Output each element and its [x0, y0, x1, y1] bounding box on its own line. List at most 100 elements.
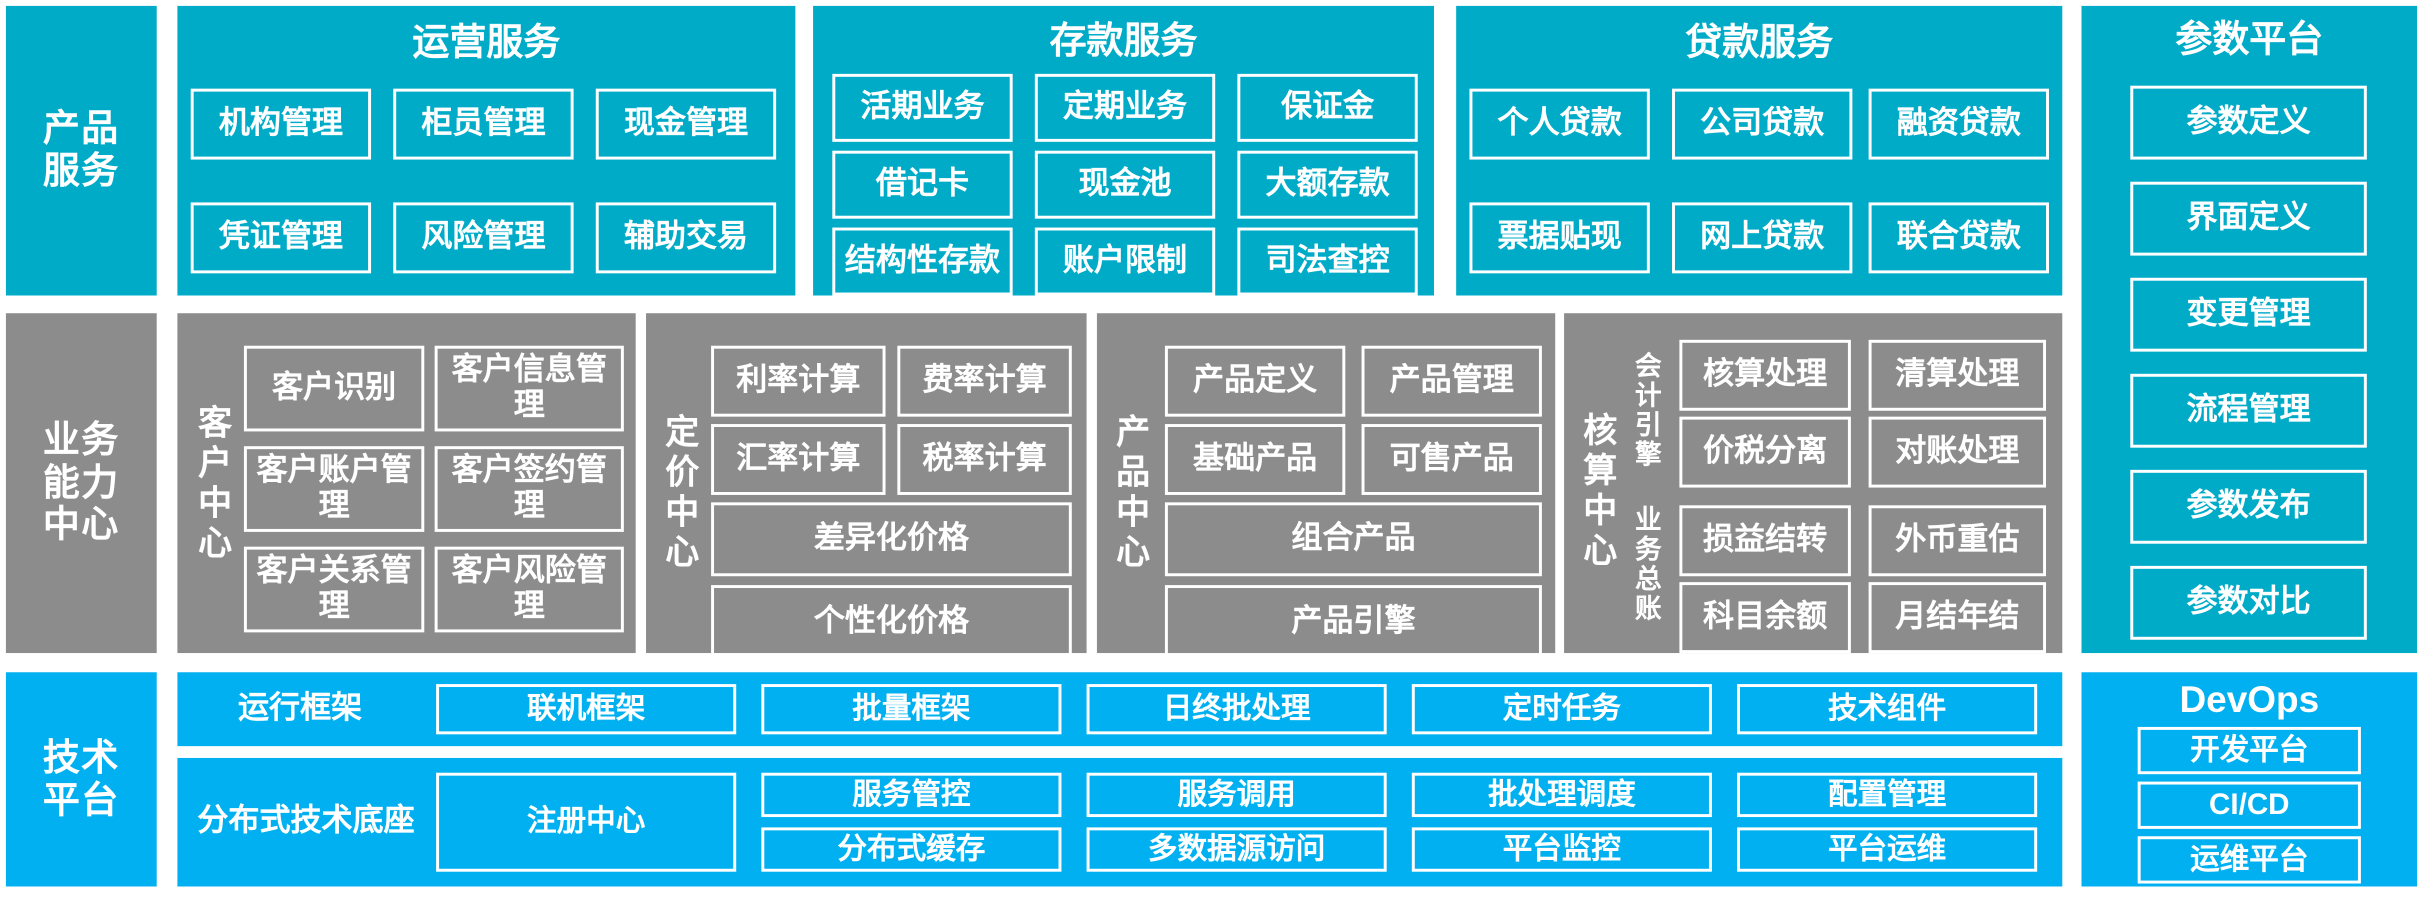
item-dae-cunkuan[interactable]: 大额存款	[1237, 150, 1418, 219]
item-chanpin-yinqing[interactable]: 产品引擎	[1164, 585, 1542, 659]
group-deposit-services-title: 存款服务	[1049, 20, 1198, 62]
item-rizhong-pichuli[interactable]: 日终批处理	[1086, 684, 1387, 735]
item-huoqi-yewu[interactable]: 活期业务	[832, 73, 1013, 142]
tech-row-runtime-framework-title: 运行框架	[238, 691, 363, 726]
item-zhuce-zhongxin[interactable]: 注册中心	[436, 772, 737, 872]
item-peizhi-guanli[interactable]: 配置管理	[1737, 772, 2038, 818]
group-loan-services-title: 贷款服务	[1685, 21, 1834, 63]
item-ci-cd[interactable]: CI/CD	[2137, 781, 2361, 829]
item-sunyi-jiezhuan[interactable]: 损益结转	[1679, 505, 1851, 577]
item-jiashui-fenli[interactable]: 价税分离	[1679, 416, 1851, 488]
item-kehu-qianyue-guanli[interactable]: 客户签约管理	[434, 446, 624, 532]
item-zuhe-chanpin[interactable]: 组合产品	[1164, 502, 1542, 577]
item-yuejie-nianjie[interactable]: 月结年结	[1868, 582, 2047, 654]
item-fuzhu-jiaoyi[interactable]: 辅助交易	[595, 202, 777, 274]
item-jiegouxing-cunkuan[interactable]: 结构性存款	[832, 227, 1013, 296]
item-piaoju-tiexian[interactable]: 票据贴现	[1469, 202, 1650, 274]
item-guiyuan-guanli[interactable]: 柜员管理	[393, 88, 574, 160]
item-zhanghu-xianzhi[interactable]: 账户限制	[1034, 227, 1216, 296]
center-customer: 客户中心 客户识别 客户信息管理 客户账户管理 客户签约管理 客户关系管理 客户…	[177, 313, 636, 654]
item-xianjin-guanli[interactable]: 现金管理	[595, 88, 777, 160]
item-piliang-kuangjia[interactable]: 批量框架	[761, 684, 1062, 735]
item-chanpin-dingyi[interactable]: 产品定义	[1164, 345, 1346, 417]
item-fenbushi-huancun[interactable]: 分布式缓存	[761, 827, 1062, 872]
item-kehu-shibie[interactable]: 客户识别	[243, 345, 425, 432]
item-feilv-jisuan[interactable]: 费率计算	[897, 345, 1072, 417]
technology-platform-label-line1: 技术	[42, 736, 120, 779]
tech-row-runtime-framework: 运行框架 联机框架 批量框架 日终批处理 定时任务 技术组件	[177, 672, 2063, 747]
item-kehu-zhanghu-guanli[interactable]: 客户账户管理	[243, 446, 425, 532]
item-rongzi-daikuan[interactable]: 融资贷款	[1868, 88, 2049, 160]
item-sifa-chakong[interactable]: 司法查控	[1237, 227, 1418, 296]
item-kemu-yue[interactable]: 科目余额	[1679, 582, 1851, 654]
item-keshou-chanpin[interactable]: 可售产品	[1361, 424, 1542, 495]
group-deposit-services: 存款服务 活期业务 定期业务 保证金 借记卡 现金池 大额存款 结构性存款 账户…	[813, 5, 1434, 296]
item-yunwei-pingtai[interactable]: 运维平台	[2137, 836, 2361, 884]
item-hesuan-chuli[interactable]: 核算处理	[1679, 339, 1851, 411]
item-canshu-fabu[interactable]: 参数发布	[2130, 469, 2367, 544]
item-canshu-duibi[interactable]: 参数对比	[2130, 565, 2367, 640]
item-canshu-dingyi[interactable]: 参数定义	[2130, 85, 2367, 160]
item-gongsi-daikuan[interactable]: 公司贷款	[1672, 88, 1853, 160]
subgroup-business-ledger-title: 业务总账	[1632, 505, 1662, 624]
item-lianhe-daikuan[interactable]: 联合贷款	[1868, 202, 2049, 274]
business-capability-label-line3: 中心	[42, 504, 120, 546]
item-kehu-guanxi-guanli[interactable]: 客户关系管理	[243, 546, 425, 633]
item-lilv-jisuan[interactable]: 利率计算	[711, 345, 886, 417]
item-qingsuan-chuli[interactable]: 清算处理	[1868, 339, 2047, 411]
group-operation-services: 运营服务 机构管理 柜员管理 现金管理 凭证管理 风险管理 辅助交易	[177, 5, 796, 296]
item-duizhang-chuli[interactable]: 对账处理	[1868, 416, 2047, 488]
item-baozhengjin[interactable]: 保证金	[1237, 73, 1418, 142]
tech-row-distributed-base-title: 分布式技术底座	[197, 804, 415, 839]
item-pingtai-jiankong[interactable]: 平台监控	[1411, 827, 1712, 872]
panel-parameter-platform-title: 参数平台	[2175, 18, 2324, 61]
layer-label-technology-platform: 技术 平台	[5, 672, 157, 887]
layer-label-product-service: 产品 服务	[5, 5, 157, 296]
center-pricing-title: 定价中心	[660, 413, 699, 574]
item-pingzheng-guanli[interactable]: 凭证管理	[190, 202, 372, 274]
item-fengxian-guanli[interactable]: 风险管理	[393, 202, 574, 274]
item-jijika[interactable]: 借记卡	[832, 150, 1013, 219]
item-pichuli-diaodu[interactable]: 批处理调度	[1411, 772, 1712, 818]
center-accounting: 核算中心 会计引擎 业务总账 核算处理 清算处理 价税分离 对账处理 损益结转 …	[1564, 313, 2063, 654]
subgroup-accounting-engine-title: 会计引擎	[1632, 351, 1662, 470]
item-fuwu-guankong[interactable]: 服务管控	[761, 772, 1062, 818]
panel-devops: DevOps 开发平台 CI/CD 运维平台	[2081, 672, 2418, 887]
item-wangshang-daikuan[interactable]: 网上贷款	[1672, 202, 1853, 274]
item-chanpin-guanli[interactable]: 产品管理	[1361, 345, 1542, 417]
item-lianji-kuangjia[interactable]: 联机框架	[436, 684, 737, 735]
center-customer-title: 客户中心	[192, 404, 232, 565]
item-kehu-xinxi-guanli[interactable]: 客户信息管理	[434, 345, 624, 432]
item-chayihua-jiage[interactable]: 差异化价格	[711, 502, 1072, 577]
item-shuilv-jisuan[interactable]: 税率计算	[897, 424, 1072, 495]
item-liucheng-guanli[interactable]: 流程管理	[2130, 373, 2367, 448]
item-gexinghua-jiage[interactable]: 个性化价格	[711, 585, 1072, 659]
group-operation-services-title: 运营服务	[412, 21, 561, 63]
product-service-label-line1: 产品	[42, 108, 120, 150]
item-dingqi-yewu[interactable]: 定期业务	[1034, 73, 1216, 142]
product-service-label-line2: 服务	[42, 150, 120, 193]
center-pricing: 定价中心 利率计算 费率计算 汇率计算 税率计算 差异化价格 个性化价格	[646, 313, 1087, 659]
item-jiemian-dingyi[interactable]: 界面定义	[2130, 181, 2367, 256]
item-fuwu-diaoyong[interactable]: 服务调用	[1086, 772, 1387, 818]
group-loan-services: 贷款服务 个人贷款 公司贷款 融资贷款 票据贴现 网上贷款 联合贷款	[1456, 5, 2063, 296]
item-huilv-jisuan[interactable]: 汇率计算	[711, 424, 886, 495]
item-duoshujuyuan-fangwen[interactable]: 多数据源访问	[1086, 827, 1387, 872]
item-jigou-guanli[interactable]: 机构管理	[190, 88, 372, 160]
center-product-title: 产品中心	[1110, 413, 1150, 574]
item-kehu-fengxian-guanli[interactable]: 客户风险管理	[434, 546, 624, 633]
item-dingshi-renwu[interactable]: 定时任务	[1411, 684, 1712, 735]
item-biangeng-guanli[interactable]: 变更管理	[2130, 277, 2367, 352]
item-kaifa-pingtai[interactable]: 开发平台	[2137, 726, 2361, 775]
item-jishu-zujian[interactable]: 技术组件	[1737, 684, 2038, 735]
panel-devops-title: DevOps	[2179, 679, 2320, 721]
item-jichu-chanpin[interactable]: 基础产品	[1164, 424, 1346, 495]
panel-parameter-platform: 参数平台 参数定义 界面定义 变更管理 流程管理 参数发布 参数对比	[2081, 5, 2418, 654]
item-pingtai-yunwei[interactable]: 平台运维	[1737, 827, 2038, 872]
center-accounting-title: 核算中心	[1578, 412, 1617, 572]
item-geren-daikuan[interactable]: 个人贷款	[1469, 88, 1650, 160]
item-waibi-chonggu[interactable]: 外币重估	[1868, 505, 2047, 577]
item-xianjinchi[interactable]: 现金池	[1034, 150, 1216, 219]
technology-platform-label-line2: 平台	[42, 779, 120, 821]
